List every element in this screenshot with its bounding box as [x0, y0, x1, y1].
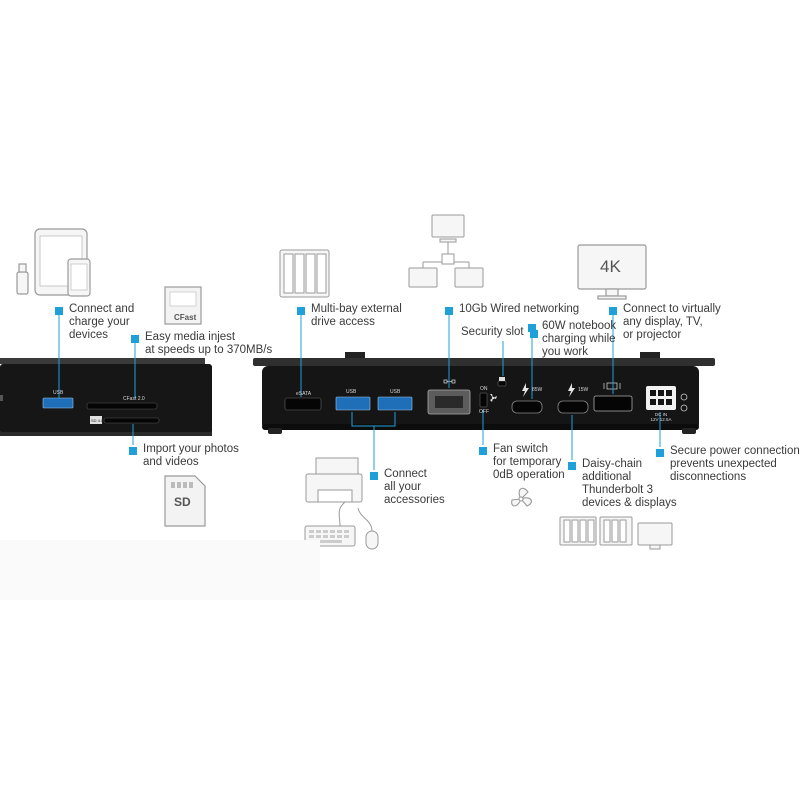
callout-networking-text: 10Gb Wired networking [459, 303, 580, 315]
callout-power-text: Secure power connection prevents unexpec… [670, 445, 800, 483]
callout-marker [528, 324, 536, 332]
thunderbolt-port-85w[interactable] [511, 400, 543, 414]
callout-daisy-text: Daisy-chain additional Thunderbolt 3 dev… [582, 458, 677, 509]
port-label-esata: eSATA [296, 391, 312, 397]
callout-marker [656, 449, 664, 457]
callout-fan-text: Fan switch for temporary 0dB operation [493, 443, 565, 481]
daisy-chain-icon [559, 516, 673, 550]
cfast-slot[interactable] [86, 402, 158, 410]
port-label-fan-off: OFF [479, 409, 489, 415]
displayport[interactable] [593, 395, 633, 412]
usb-port-b[interactable] [377, 396, 413, 411]
thunderbolt-15w-icon [568, 383, 575, 397]
callout-accessories-text: Connect all your accessories [384, 468, 445, 506]
port-label-sd: SD 4.0 [91, 418, 104, 423]
callout-media-ingest: Easy media injest at speeds up to 370MB/… [131, 331, 272, 357]
callout-power: Secure power connection prevents unexpec… [656, 445, 800, 484]
monitor-4k-label: 4K [600, 257, 621, 276]
connector-lines [58, 312, 661, 470]
callout-connect-charge: Connect and charge your devices [55, 303, 134, 342]
port-label-cfast: CFast 2.0 [123, 396, 145, 402]
usb-port-a[interactable] [335, 396, 371, 411]
callout-import-photos: Import your photos and videos [129, 443, 239, 469]
callout-display: Connect to virtually any display, TV, or… [609, 303, 721, 342]
port-label-usb-left: USB [53, 390, 64, 396]
callout-marker [55, 307, 63, 315]
phone-icon [67, 258, 91, 297]
callout-networking: 10Gb Wired networking [445, 303, 579, 316]
callout-marker [297, 307, 305, 315]
callout-multibay: Multi-bay external drive access [297, 303, 402, 329]
callout-fan: Fan switch for temporary 0dB operation [479, 443, 565, 482]
callout-marker [479, 447, 487, 455]
callout-marker [529, 330, 538, 338]
cfast-card-icon [164, 286, 202, 325]
callout-marker [131, 335, 139, 343]
port-label-tb-15w: 15W [578, 387, 589, 393]
callout-connect-charge-text: Connect and charge your devices [69, 303, 135, 341]
port-label-usb-b: USB [390, 389, 401, 395]
sd-logo-mark [90, 416, 102, 424]
callout-accessories: Connect all your accessories [370, 468, 445, 507]
printer-icon [305, 457, 363, 503]
callout-security: Security slot [461, 326, 538, 339]
port-label-usb-a: USB [346, 389, 357, 395]
floor-reflection [0, 540, 320, 600]
displayport-icon [603, 382, 621, 390]
port-label-fan-on: ON [480, 386, 488, 392]
mouse-icon [338, 501, 379, 550]
callout-security-text: Security slot [461, 326, 524, 338]
thunderbolt-port-15w[interactable] [557, 400, 589, 414]
esata-port[interactable] [284, 397, 322, 411]
callout-multibay-text: Multi-bay external drive access [311, 303, 402, 328]
callout-charging: 60W notebook charging while you work [528, 320, 616, 359]
network-icon [408, 214, 484, 288]
callout-display-text: Connect to virtually any display, TV, or… [623, 303, 721, 341]
port-label-tb-85w: 85W [532, 387, 543, 393]
lock-icon [499, 377, 505, 381]
left-dock [0, 358, 212, 436]
sd-slot[interactable] [103, 417, 160, 424]
fan-icon [511, 487, 532, 507]
callout-daisy: Daisy-chain additional Thunderbolt 3 dev… [568, 458, 677, 510]
callout-marker [129, 447, 137, 455]
callout-marker [445, 307, 453, 315]
sd-card-label: SD [174, 495, 191, 509]
sd-card-icon [164, 475, 206, 527]
callout-media-ingest-text: Easy media injest at speeds up to 370MB/… [145, 331, 273, 356]
callout-import-photos-text: Import your photos and videos [143, 443, 239, 468]
dc-power-port[interactable] [646, 386, 676, 410]
usb-stick-icon [16, 263, 29, 295]
fan-small-icon [490, 394, 497, 402]
thunderbolt-85w-icon [522, 383, 529, 397]
callout-marker [609, 307, 617, 315]
security-slot[interactable] [497, 380, 507, 387]
usb-port-left[interactable] [42, 397, 74, 409]
cfast-card-label: CFast [174, 313, 197, 322]
port-label-dc-in: DC IN 12V 12.5A [650, 412, 672, 422]
fan-switch[interactable] [479, 392, 488, 408]
drive-array-icon [279, 249, 330, 298]
monitor-4k-icon [577, 244, 647, 300]
callout-charging-text: 60W notebook charging while you work [542, 320, 617, 358]
callout-marker [568, 462, 576, 470]
callout-marker [370, 472, 378, 480]
